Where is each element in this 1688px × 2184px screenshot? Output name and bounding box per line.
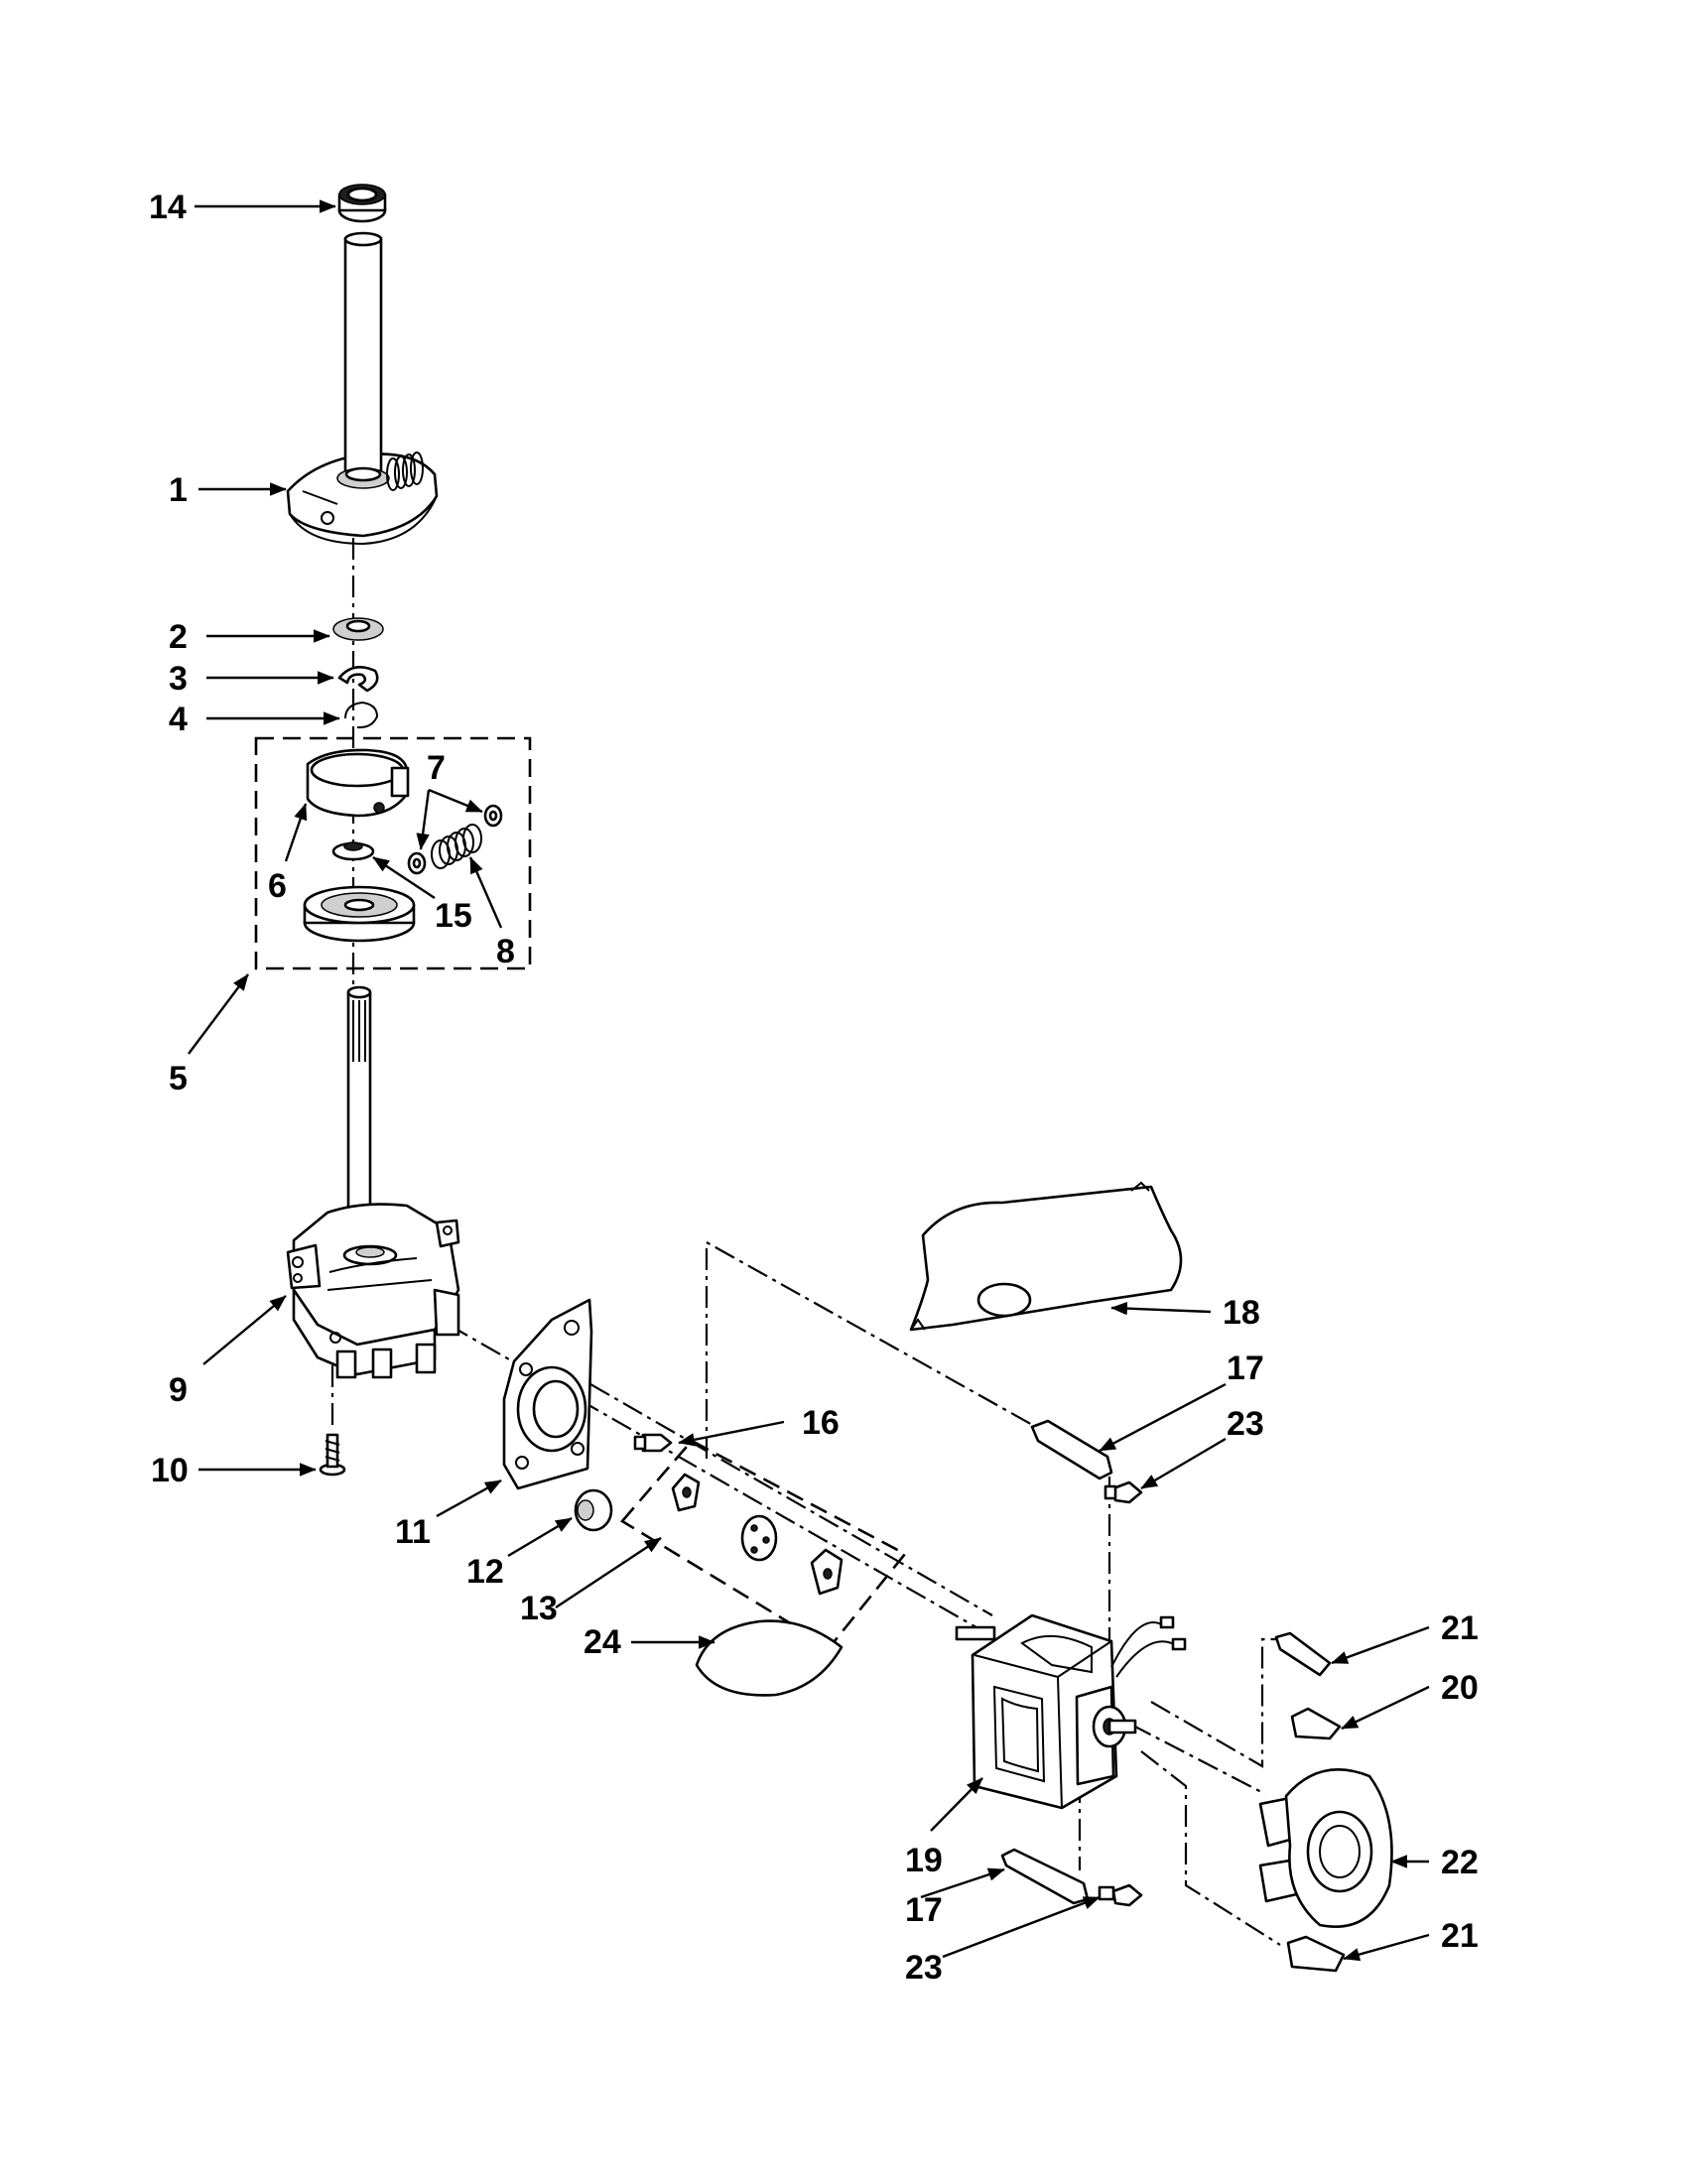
part-21-clip-upper: [1274, 1631, 1332, 1677]
callout-16: 16: [802, 1404, 840, 1442]
callout-14: 14: [149, 189, 187, 226]
part-20-clip: [1290, 1707, 1342, 1740]
callout-4: 4: [169, 701, 188, 738]
callout-9: 9: [169, 1371, 188, 1409]
callout-17-lower: 17: [905, 1891, 943, 1929]
callout-5: 5: [169, 1060, 188, 1097]
callout-12: 12: [466, 1553, 504, 1591]
part-23-screw-upper: [1104, 1480, 1143, 1504]
part-24-pad: [695, 1619, 844, 1697]
callout-18: 18: [1223, 1294, 1260, 1332]
coupler-kit-group-box: [620, 1439, 908, 1649]
part-14-seal: [337, 184, 387, 223]
part-11-mounting-plate: [502, 1298, 593, 1490]
part-21-clip-lower: [1286, 1935, 1346, 1973]
part-4-retaining-ring: [344, 701, 379, 729]
callout-6: 6: [268, 867, 287, 905]
part-15-cam: [331, 841, 375, 861]
callout-10: 10: [151, 1452, 189, 1489]
callout-21-lower: 21: [1441, 1917, 1479, 1955]
part-19-drive-motor: [955, 1613, 1187, 1810]
part-10-screw: [319, 1433, 346, 1477]
part-8-spring: [431, 824, 482, 869]
part-17-clip-lower: [1000, 1848, 1090, 1905]
part-7-washers: [407, 804, 503, 875]
brake-drum: [303, 885, 416, 943]
part-9-gearcase: [286, 985, 460, 1379]
part-22-pump: [1258, 1768, 1393, 1928]
callout-7: 7: [427, 749, 446, 787]
callout-21-upper: 21: [1441, 1609, 1479, 1647]
part-16-bolt: [633, 1433, 673, 1453]
part-17-clip-upper: [1030, 1419, 1113, 1480]
callout-23-upper: 23: [1227, 1405, 1264, 1443]
callout-15: 15: [435, 897, 472, 935]
part-1-spin-tube-housing: [286, 231, 439, 546]
callout-17-upper: 17: [1227, 1349, 1264, 1387]
callout-24: 24: [584, 1623, 621, 1661]
callout-labels: 14 1 2 3 4 7 6 15 8 5 9 10 11 12 13 24 1…: [149, 189, 1479, 1987]
leader-lines: [188, 199, 1430, 1962]
callout-1: 1: [169, 471, 188, 509]
callout-23-lower: 23: [905, 1949, 943, 1987]
callout-22: 22: [1441, 1844, 1479, 1881]
brake-assembly-group-box: [254, 736, 532, 970]
part-3-retaining-ring: [337, 666, 379, 693]
part-2-washer: [332, 617, 384, 641]
callout-20: 20: [1441, 1669, 1479, 1707]
part-18-shield: [909, 1181, 1183, 1332]
callout-3: 3: [169, 660, 188, 698]
callout-13: 13: [520, 1590, 558, 1627]
part-13-coupler-kit: [671, 1473, 844, 1596]
part-12-bumper: [574, 1488, 613, 1532]
part-23-screw-lower: [1098, 1883, 1143, 1907]
callout-8: 8: [496, 933, 515, 970]
callout-11: 11: [395, 1513, 431, 1551]
callout-19: 19: [905, 1842, 943, 1879]
callout-2: 2: [169, 618, 188, 656]
part-6-brake-band: [306, 748, 410, 818]
